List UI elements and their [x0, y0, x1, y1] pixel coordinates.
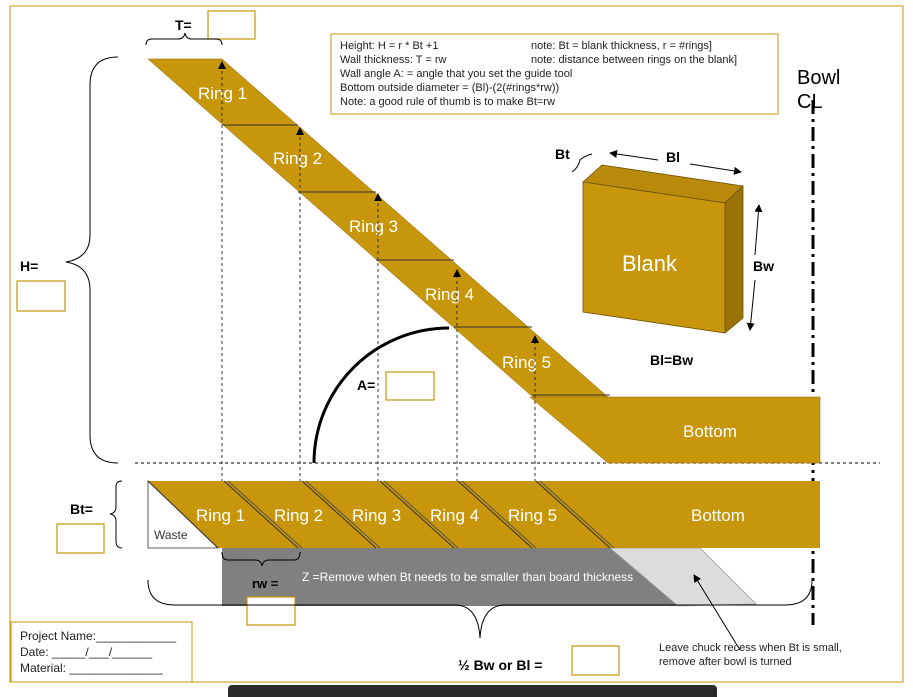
flat-ring-label: Ring 3 [352, 506, 401, 525]
flat-board: Waste Ring 1 Ring 2 Ring 3 Ring 4 Ring 5… [147, 480, 820, 607]
wall-thickness-label: T= [175, 17, 192, 33]
note-wall: Wall thickness: T = rw [340, 54, 447, 66]
waste-label: Waste [154, 528, 188, 542]
flat-ring-label: Ring 4 [430, 506, 479, 525]
bowl-cl-label-1: Bowl [797, 67, 840, 89]
project-info-box: Project Name:____________ Date: _____/__… [10, 621, 193, 683]
chuck-note-line2: remove after bowl is turned [659, 656, 792, 668]
wall-thickness-input[interactable] [207, 10, 256, 40]
board-thickness-input[interactable] [56, 523, 105, 554]
flat-ring-label: Ring 1 [196, 506, 245, 525]
angled-ring-label: Ring 5 [502, 353, 551, 372]
t-brace [145, 32, 223, 46]
angled-ring-label: Ring 4 [425, 285, 474, 304]
note-rule-of-thumb: Note: a good rule of thumb is to make Bt… [340, 96, 555, 108]
page-border [9, 5, 904, 683]
angle-input[interactable] [385, 371, 435, 401]
bw-arrow-down [746, 279, 756, 331]
height-label: H= [20, 258, 38, 274]
project-name-field[interactable]: Project Name:____________ [20, 629, 176, 643]
chuck-note-arrow [693, 574, 741, 651]
angled-ring-label: Ring 1 [198, 84, 247, 103]
blank-length-label: Bl [666, 149, 680, 165]
flat-ring-label: Ring 2 [274, 506, 323, 525]
project-material-field[interactable]: Material: ______________ [20, 661, 163, 675]
note-angle: Wall angle A: = angle that you set the g… [340, 68, 572, 80]
bl-equals-bw-label: Bl=Bw [650, 352, 693, 368]
angle-label: A= [357, 377, 375, 393]
half-width-input[interactable] [571, 645, 620, 676]
notes-box: Height: H = r * Bt +1 note: Bt = blank t… [330, 33, 779, 115]
bw-arrow-up [754, 204, 763, 256]
projection-lines [218, 61, 539, 548]
ring-width-label: rw = [252, 576, 279, 591]
bt-brace-left [109, 480, 123, 549]
wall-angle-arc [312, 326, 450, 464]
z-note: Z =Remove when Bt needs to be smaller th… [302, 570, 633, 584]
angled-ring-stack: Ring 1 Ring 2 Ring 3 Ring 4 Ring 5 Botto… [147, 58, 821, 464]
height-input[interactable] [16, 280, 66, 312]
blank-3d: Blank [582, 164, 744, 334]
blank-title: Blank [622, 251, 678, 276]
waste-z-region [222, 548, 678, 606]
rw-brace [221, 551, 301, 567]
angled-bottom-piece [529, 396, 821, 464]
angled-bottom-label: Bottom [683, 422, 737, 441]
half-width-label: ½ Bw or Bl = [458, 657, 542, 673]
note-height: Height: H = r * Bt +1 [340, 40, 438, 52]
blank-thickness-label: Bt [555, 146, 570, 162]
angled-ring-label: Ring 2 [273, 149, 322, 168]
ring-width-input[interactable] [246, 596, 296, 626]
chuck-note-line1: Leave chuck recess when Bt is small, [659, 642, 842, 654]
project-date-field[interactable]: Date: _____/___/______ [20, 645, 152, 659]
bl-arrow-right [689, 163, 742, 175]
bottom-taskbar-edge [228, 685, 717, 697]
note-bottom-diameter: Bottom outside diameter = (Bl)-(2(#rings… [340, 82, 559, 94]
board-strip [148, 481, 820, 548]
flat-diagonals [147, 480, 615, 549]
board-thickness-label: Bt= [70, 501, 93, 517]
h-brace [65, 56, 119, 464]
bt-brace [571, 153, 593, 173]
bowl-cl-label-2: CL [797, 91, 823, 113]
blank-width-label: Bw [753, 258, 774, 274]
half-width-brace [147, 579, 813, 639]
flat-ring-label: Ring 5 [508, 506, 557, 525]
angled-ring-label: Ring 3 [349, 217, 398, 236]
note-wall-detail: note: distance between rings on the blan… [531, 54, 737, 66]
flat-bottom-label: Bottom [691, 506, 745, 525]
note-height-detail: note: Bt = blank thickness, r = #rings] [531, 40, 712, 52]
bl-arrow-left [609, 150, 659, 161]
